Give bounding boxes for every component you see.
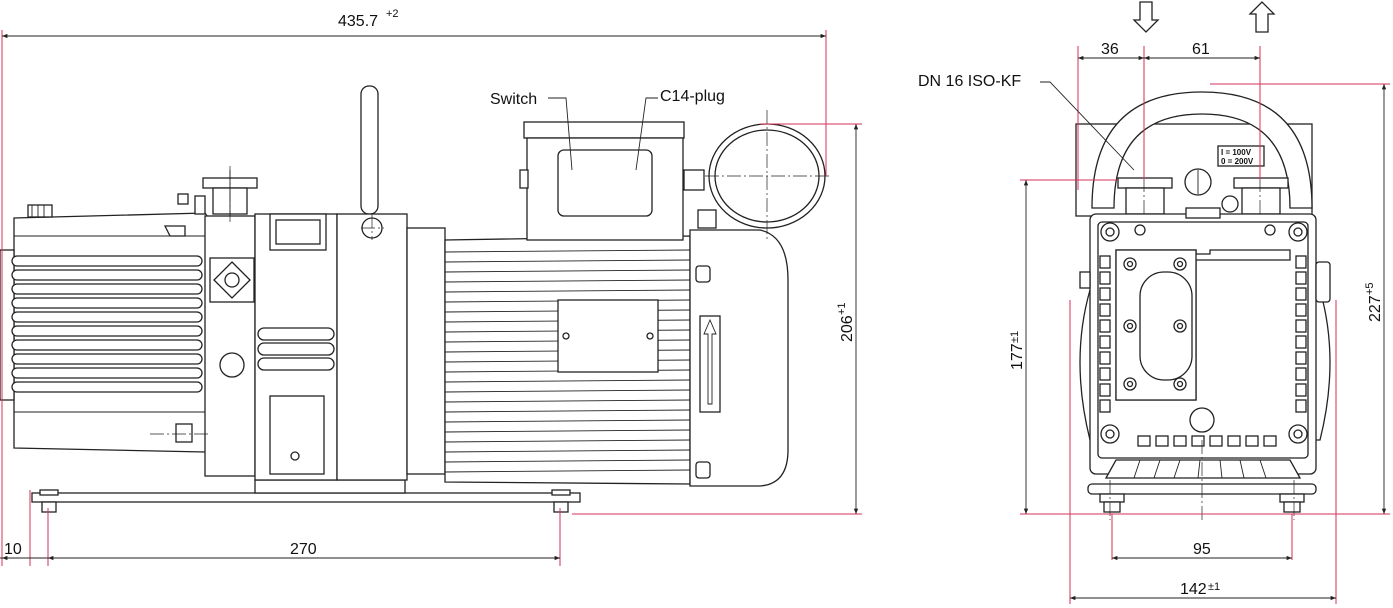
height-side-tolerance: +1 — [836, 302, 848, 315]
height-side-value: 206 — [839, 315, 856, 342]
foot-span-side-value: 270 — [290, 541, 317, 558]
overall-length-tolerance: +2 — [386, 8, 399, 20]
overall-width-value: 142 — [1180, 581, 1207, 598]
inlet-arrow-icon — [1132, 1, 1160, 33]
motor — [444, 229, 789, 487]
cooling-ribs — [11, 255, 203, 393]
pump-housing — [0, 204, 211, 453]
switch-leader — [548, 97, 573, 171]
voltage-0-label: 0 = 200V — [1221, 157, 1254, 166]
outlet-arrow-icon — [1248, 1, 1276, 33]
plate-bolts — [1123, 257, 1187, 391]
plug-leader — [635, 97, 658, 171]
port-spacing-right-value: 61 — [1192, 41, 1210, 58]
plug-label: C14-plug — [660, 88, 725, 105]
switch-label: Switch — [490, 91, 537, 108]
coupling-housing — [336, 213, 446, 481]
base-plate — [31, 479, 581, 513]
corner-bolts — [1100, 222, 1308, 444]
voltage-1-label: I = 100V — [1221, 148, 1252, 157]
offset-value: 10 — [4, 541, 22, 558]
front-view: I = 100V 0 = 200V — [918, 1, 1390, 604]
drain-port — [1189, 407, 1215, 433]
foot-span-front-value: 95 — [1193, 541, 1211, 558]
flange-label: DN 16 ISO-KF — [918, 73, 1021, 90]
overall-length-value: 435.7 — [338, 13, 378, 30]
height-port-value: 177 — [1009, 343, 1026, 370]
height-total-tolerance: +5 — [1364, 282, 1376, 295]
height-total-value: 227 — [1367, 295, 1384, 322]
inlet-port — [177, 170, 258, 218]
gas-ballast-block — [204, 215, 256, 477]
terminal-box — [519, 121, 717, 241]
port-spacing-left-value: 36 — [1101, 41, 1119, 58]
overall-width-tolerance: ±1 — [1208, 581, 1220, 593]
side-ribs — [1099, 255, 1307, 447]
height-port-tolerance: ±1 — [1009, 331, 1021, 343]
arch-handle — [1091, 91, 1313, 209]
inlet-flange — [1117, 177, 1173, 189]
outlet-flange — [1233, 177, 1289, 189]
fan-grille — [1104, 459, 1302, 479]
flange-leader — [1040, 81, 1135, 171]
side-view: Switch C14-plug 435.7 +2 10 270 206 +1 — [0, 8, 862, 566]
carry-handle — [360, 85, 379, 215]
bearing-section — [254, 213, 338, 481]
